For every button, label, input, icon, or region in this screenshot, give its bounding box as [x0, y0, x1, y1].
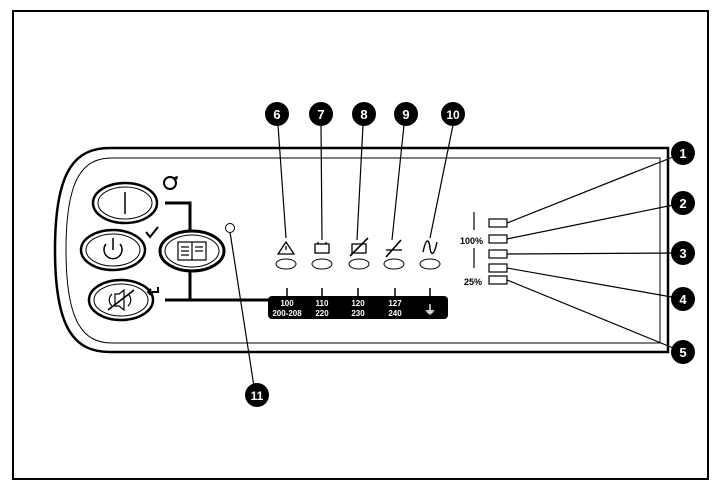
alarm-silence-button[interactable] [87, 278, 155, 322]
site-wiring-fault-led [225, 223, 235, 233]
voltage-label-100-bottom: 200-208 [272, 309, 302, 318]
voltage-label-127-bottom: 240 [388, 309, 402, 318]
status-leds [275, 258, 441, 270]
front-panel [53, 146, 670, 354]
load-label-100: 100% [460, 236, 483, 246]
callout-9: 9 [402, 107, 409, 122]
load-led-3 [488, 249, 508, 259]
power-on-button[interactable] [91, 181, 159, 225]
callout-1: 1 [679, 146, 686, 161]
info-icon [177, 241, 207, 261]
callout-5: 5 [679, 345, 686, 360]
warning-icon [276, 240, 296, 255]
load-led-1 [488, 218, 508, 228]
ground-icon: ⏚ [424, 303, 436, 317]
bypass-icon [385, 239, 402, 258]
leader-lines [229, 124, 684, 394]
sine-wave-icon [422, 240, 438, 255]
callout-4: 4 [679, 292, 687, 307]
line-power-led [419, 258, 441, 270]
cycle-arrow-icon [163, 176, 178, 190]
info-button[interactable] [158, 229, 226, 273]
voltage-label-127-top: 127 [388, 299, 402, 308]
load-label-25: 25% [464, 277, 482, 287]
callout-7: 7 [317, 107, 324, 122]
alarm-silence-icon [107, 288, 135, 312]
voltage-label-100-top: 100 [280, 299, 294, 308]
standby-button[interactable] [79, 228, 147, 272]
callout-10: 10 [446, 108, 460, 122]
voltage-label-120-top: 120 [351, 299, 365, 308]
check-icon [145, 226, 159, 239]
standby-icon [103, 238, 123, 260]
battery-led [311, 258, 333, 270]
voltage-scale: 100 200-208 110 220 120 230 127 240 ⏚ [268, 288, 448, 319]
load-led-4 [488, 263, 508, 273]
callouts: 6 7 8 9 10 1 2 3 4 5 11 [245, 102, 695, 407]
voltage-label-110-top: 110 [316, 299, 329, 308]
load-led-2 [488, 234, 508, 244]
voltage-label-110-bottom: 220 [315, 309, 329, 318]
bypass-led [383, 258, 405, 270]
callout-8: 8 [360, 107, 367, 122]
enter-arrow-icon [146, 287, 159, 296]
callout-3: 3 [679, 246, 686, 261]
battery-fault-led [348, 258, 370, 270]
voltage-label-120-bottom: 230 [351, 309, 365, 318]
warning-led [275, 258, 297, 270]
callout-11: 11 [251, 389, 264, 403]
callout-6: 6 [273, 107, 280, 122]
load-scale: 100% 25% [460, 212, 483, 287]
callout-2: 2 [679, 196, 686, 211]
battery-icon [314, 242, 330, 254]
battery-fault-icon [349, 237, 369, 257]
load-led-5 [488, 275, 508, 285]
